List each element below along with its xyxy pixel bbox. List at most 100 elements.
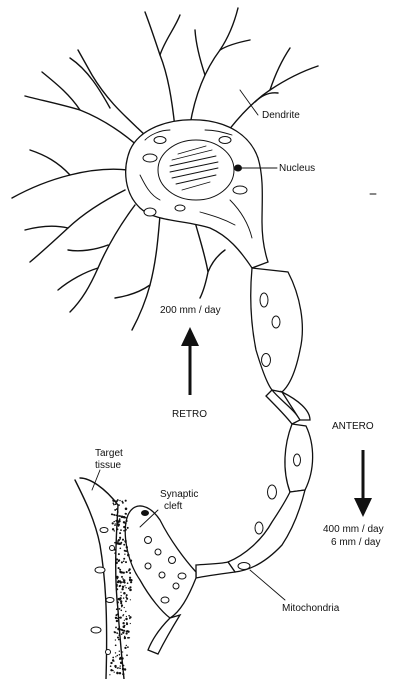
cleft-stipple-dot: [120, 585, 121, 586]
cleft-stipple-dot: [117, 655, 119, 657]
cleft-stipple-dot: [125, 522, 127, 524]
label-retro: RETRO: [172, 409, 207, 420]
cleft-stipple-dot: [129, 589, 132, 592]
label-target-line1: Target: [95, 448, 123, 459]
cleft-stipple-dot: [121, 561, 123, 563]
cleft-stipple-dot: [113, 521, 114, 522]
cleft-stipple-dot: [125, 561, 127, 563]
cleft-stipple-dot: [120, 673, 121, 674]
cleft-stipple-dot: [129, 572, 131, 574]
cleft-stipple-dot: [119, 547, 121, 549]
label-synaptic-line1: Synaptic: [160, 489, 198, 500]
cleft-stipple-dot: [120, 616, 122, 618]
cleft-stipple-dot: [130, 599, 131, 600]
label-antero: ANTERO: [332, 421, 374, 432]
cleft-stipple-dot: [119, 651, 120, 652]
cleft-stipple-dot: [119, 657, 121, 659]
cleft-stipple-dot: [125, 618, 127, 620]
cleft-stipple-dot: [117, 667, 118, 668]
label-retro-rate: 200 mm / day: [160, 305, 221, 316]
cleft-stipple-dot: [124, 637, 126, 639]
cleft-stipple-dot: [112, 659, 114, 661]
label-dendrite: Dendrite: [262, 110, 300, 121]
cleft-stipple-dot: [123, 560, 125, 562]
cleft-stipple-dot: [119, 518, 121, 520]
cleft-stipple-dot: [126, 616, 127, 617]
cleft-stipple-dot: [125, 600, 127, 602]
retro-arrow: [181, 327, 199, 395]
cleft-stipple-dot: [122, 622, 124, 624]
cleft-stipple-dot: [114, 509, 116, 511]
cleft-stipple-dot: [123, 614, 124, 615]
cleft-stipple-dot: [119, 654, 121, 656]
cleft-stipple-dot: [119, 581, 122, 584]
cleft-stipple-dot: [121, 633, 123, 635]
cleft-stipple-dot: [117, 540, 119, 542]
cleft-stipple-dot: [124, 581, 126, 583]
cleft-stipple-dot: [115, 523, 116, 524]
label-nucleus: Nucleus: [279, 163, 315, 174]
cleft-stipple-dot: [122, 502, 123, 503]
label-antero-fast-rate: 400 mm / day: [323, 524, 384, 535]
cleft-stipple-dot: [120, 609, 122, 611]
cleft-stipple-dot: [126, 633, 128, 635]
cleft-stipple-dot: [117, 636, 119, 638]
cleft-stipple-dot: [118, 567, 120, 569]
cleft-stipple-dot: [118, 667, 119, 668]
cleft-stipple-dot: [118, 553, 120, 555]
cleft-stipple-dot: [114, 514, 115, 515]
cleft-stipple-dot: [115, 644, 117, 646]
cleft-stipple-dot: [109, 674, 110, 675]
cleft-stipple-dot: [126, 546, 128, 548]
cleft-stipple-dot: [123, 597, 124, 598]
cleft-stipple-dot: [126, 623, 128, 625]
cleft-stipple-dot: [130, 581, 132, 583]
cleft-stipple-dot: [123, 516, 126, 519]
cleft-stipple-dot: [112, 522, 114, 524]
cleft-stipple-dot: [124, 647, 126, 649]
cleft-stipple-dot: [118, 525, 120, 527]
cleft-stipple-dot: [127, 631, 129, 633]
cleft-stipple-dot: [127, 527, 129, 529]
cleft-stipple-dot: [129, 618, 130, 619]
cleft-stipple-dot: [122, 632, 124, 634]
cleft-stipple-dot: [118, 598, 120, 600]
cleft-stipple-dot: [115, 631, 117, 633]
cleft-stipple-dot: [114, 671, 115, 672]
axon-terminal: [125, 506, 196, 654]
cleft-stipple-dot: [126, 598, 128, 600]
cleft-stipple-dot: [124, 544, 125, 545]
cleft-stipple-dot: [124, 669, 126, 671]
cleft-stipple-dot: [125, 500, 127, 502]
cleft-stipple-dot: [121, 606, 122, 607]
cleft-stipple-dot: [129, 580, 130, 581]
cleft-stipple-dot: [119, 658, 121, 660]
cleft-stipple-dot: [118, 542, 121, 545]
cleft-stipple-dot: [118, 639, 120, 641]
cleft-stipple-dot: [122, 578, 124, 580]
cleft-stipple-dot: [128, 588, 130, 590]
cleft-stipple-dot: [124, 554, 125, 555]
cleft-stipple-dot: [122, 539, 124, 541]
cleft-stipple-dot: [118, 560, 120, 562]
cleft-stipple-dot: [115, 639, 116, 640]
mitochondrion-highlight: [238, 563, 250, 570]
cleft-stipple-dot: [124, 585, 125, 586]
cleft-stipple-dot: [119, 516, 120, 517]
cleft-stipple-dot: [120, 665, 121, 666]
cleft-stipple-dot: [121, 571, 123, 573]
cleft-stipple-dot: [116, 632, 118, 634]
cleft-stipple-dot: [130, 579, 132, 581]
cleft-stipple-dot: [115, 626, 117, 628]
cleft-stipple-dot: [112, 528, 114, 530]
cleft-stipple-dot: [126, 645, 127, 646]
cleft-stipple-dot: [114, 665, 116, 667]
cleft-stipple-dot: [122, 586, 124, 588]
cleft-stipple-dot: [130, 560, 132, 562]
cleft-stipple-dot: [126, 513, 128, 515]
cleft-stipple-dot: [110, 665, 112, 667]
target-organelles: [91, 528, 115, 655]
cleft-stipple-dot: [127, 646, 129, 648]
cleft-stipple-dot: [115, 617, 117, 619]
